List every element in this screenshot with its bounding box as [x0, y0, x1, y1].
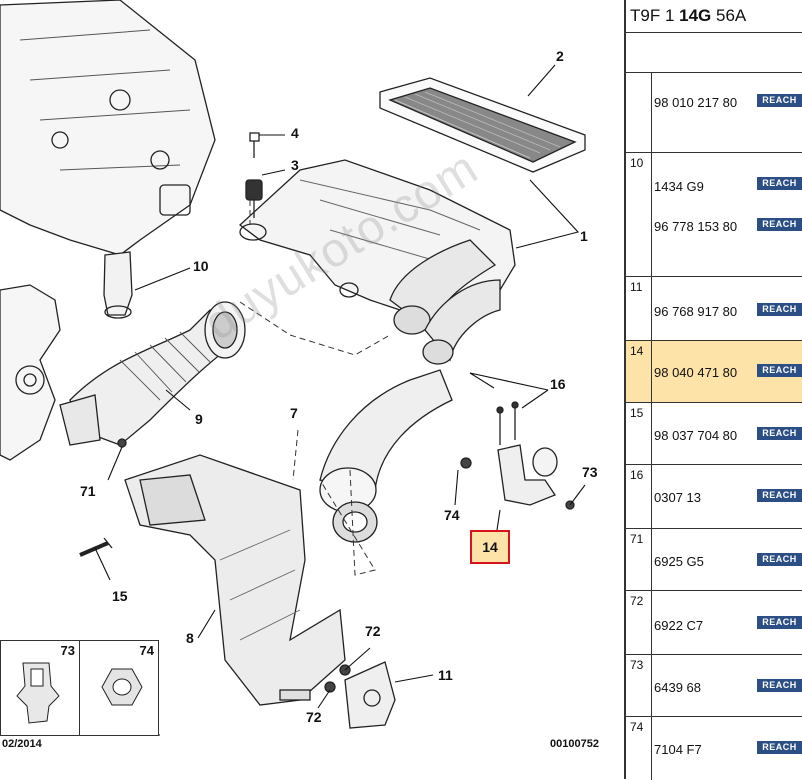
table-row[interactable]: 71 6925 G5 REACH	[626, 528, 802, 591]
table-row[interactable]: 10 1434 G9 REACH 96 778 153 80 REACH	[626, 152, 802, 277]
part-number[interactable]: 98 010 217 80	[654, 95, 738, 110]
hose-clamp-10-drawing	[103, 251, 133, 319]
nut-74-drawing	[460, 457, 472, 469]
callout-15[interactable]: 15	[112, 588, 128, 604]
header-suffix: 56A	[711, 6, 747, 25]
reach-badge: REACH	[757, 427, 802, 440]
bracket-11-drawing	[324, 661, 396, 729]
reach-badge: REACH	[757, 553, 802, 566]
part-number[interactable]: 6439 68	[654, 680, 701, 695]
row-index	[626, 33, 652, 73]
row-index: 16	[626, 465, 652, 529]
footer-reference: 00100752	[550, 738, 599, 750]
part-number[interactable]: 6922 C7	[654, 618, 704, 633]
air-filter-housing-drawing	[238, 159, 516, 365]
reach-badge: REACH	[757, 489, 802, 502]
row-index: 10	[626, 153, 652, 277]
callout-9[interactable]: 9	[195, 411, 203, 427]
row-index: 11	[626, 277, 652, 341]
callout-16[interactable]: 16	[550, 376, 566, 392]
engine-block-drawing	[0, 0, 216, 256]
reach-badge: REACH	[757, 303, 802, 316]
reach-badge: REACH	[757, 218, 802, 231]
inset-clip-73: 73	[0, 640, 80, 736]
intake-duct-9-drawing	[59, 301, 246, 446]
callout-4[interactable]: 4	[291, 125, 299, 141]
table-row[interactable]: 11 96 768 917 80 REACH	[626, 276, 802, 341]
exploded-parts-diagram: duyukoto.com 2 4 3 1 10 16 9 7 73 71 74 …	[0, 0, 599, 750]
part-number[interactable]: 1434 G9	[654, 179, 704, 194]
callout-3[interactable]: 3	[291, 157, 299, 173]
air-hose-7-drawing	[319, 369, 453, 543]
reach-badge: REACH	[757, 741, 802, 754]
reach-badge: REACH	[757, 679, 802, 692]
screw-4-drawing	[249, 132, 260, 158]
row-index: 15	[626, 403, 652, 465]
part-number[interactable]: 98 040 471 80	[654, 365, 738, 380]
callout-14-highlighted[interactable]: 14	[470, 530, 510, 564]
table-row[interactable]: 16 0307 13 REACH	[626, 464, 802, 529]
part-number[interactable]: 96 778 153 80	[654, 219, 738, 234]
callout-71[interactable]: 71	[80, 483, 96, 499]
callout-73[interactable]: 73	[582, 464, 598, 480]
table-row[interactable]: 15 98 037 704 80 REACH	[626, 402, 802, 465]
row-index	[626, 73, 652, 153]
callout-2[interactable]: 2	[556, 48, 564, 64]
table-row[interactable]: 73 6439 68 REACH	[626, 654, 802, 717]
callout-1[interactable]: 1	[580, 228, 588, 244]
part-number[interactable]: 0307 13	[654, 490, 701, 505]
turbo-housing-drawing	[0, 284, 61, 461]
inset-nut-74: 74	[79, 640, 159, 736]
table-row[interactable]: 98 010 217 80 REACH	[626, 72, 802, 153]
bracket-14-drawing	[496, 401, 558, 506]
clip-icon	[16, 662, 60, 724]
callout-72-top[interactable]: 72	[365, 623, 381, 639]
pin-15-drawing	[79, 537, 113, 557]
clip-71-drawing	[117, 438, 127, 448]
part-number[interactable]: 98 037 704 80	[654, 428, 738, 443]
table-row	[626, 32, 802, 73]
callout-10[interactable]: 10	[193, 258, 209, 274]
air-filter-element-drawing	[379, 77, 586, 173]
header-bold-code: 14G	[679, 6, 712, 25]
resonator-8-drawing	[124, 454, 346, 706]
table-row[interactable]: 74 7104 F7 REACH	[626, 716, 802, 780]
footer-date: 02/2014	[2, 738, 42, 750]
reach-badge: REACH	[757, 616, 802, 629]
part-number[interactable]: 96 768 917 80	[654, 304, 738, 319]
reach-badge: REACH	[757, 177, 802, 190]
row-index: 74	[626, 717, 652, 780]
row-index: 14	[626, 341, 652, 403]
table-row[interactable]: 72 6922 C7 REACH	[626, 590, 802, 655]
callout-74[interactable]: 74	[444, 507, 460, 523]
row-index: 71	[626, 529, 652, 591]
part-number[interactable]: 7104 F7	[654, 742, 702, 757]
header-prefix: T9F 1	[630, 6, 680, 25]
parts-reference-table: T9F 1 14G 56A 98 010 217 80 REACH 10 143…	[624, 0, 802, 780]
callout-72-bottom[interactable]: 72	[306, 709, 322, 725]
grommet-3-drawing	[245, 179, 263, 218]
inset-label-74: 74	[139, 643, 154, 658]
callout-7[interactable]: 7	[290, 405, 298, 421]
table-header: T9F 1 14G 56A	[626, 0, 802, 33]
hex-nut-icon	[101, 668, 143, 706]
part-number[interactable]: 6925 G5	[654, 554, 704, 569]
callout-11[interactable]: 11	[438, 667, 453, 683]
callout-8[interactable]: 8	[186, 630, 194, 646]
reach-badge: REACH	[757, 94, 802, 107]
table-row-highlighted[interactable]: 14 98 040 471 80 REACH	[626, 340, 802, 403]
reach-badge: REACH	[757, 364, 802, 377]
row-index: 73	[626, 655, 652, 717]
inset-label-73: 73	[60, 643, 75, 658]
row-index: 72	[626, 591, 652, 655]
